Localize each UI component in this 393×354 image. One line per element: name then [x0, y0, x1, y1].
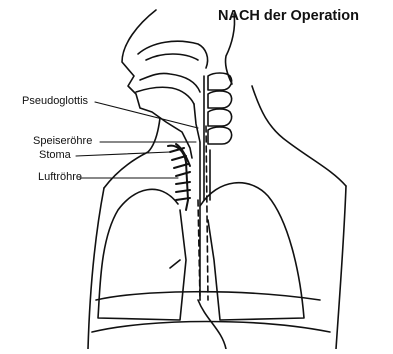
cervical-vertebra-3 [208, 109, 232, 126]
leader-stoma [76, 152, 170, 156]
cervical-vertebra-2 [208, 91, 232, 108]
right-lung [200, 183, 304, 320]
label-speiseroehre: Speiseröhre [33, 136, 92, 147]
page-title: NACH der Operation [218, 8, 359, 24]
label-luftroehre: Luftröhre [38, 172, 82, 183]
neck-right [252, 86, 346, 186]
label-pseudoglottis: Pseudoglottis [22, 96, 88, 107]
trachea [168, 144, 190, 210]
stomach [198, 300, 226, 349]
left-lung [98, 189, 186, 320]
body-right [336, 186, 346, 349]
label-stoma: Stoma [39, 150, 71, 161]
cervical-vertebra-4 [208, 127, 232, 144]
leader-pseudoglottis [95, 102, 198, 128]
